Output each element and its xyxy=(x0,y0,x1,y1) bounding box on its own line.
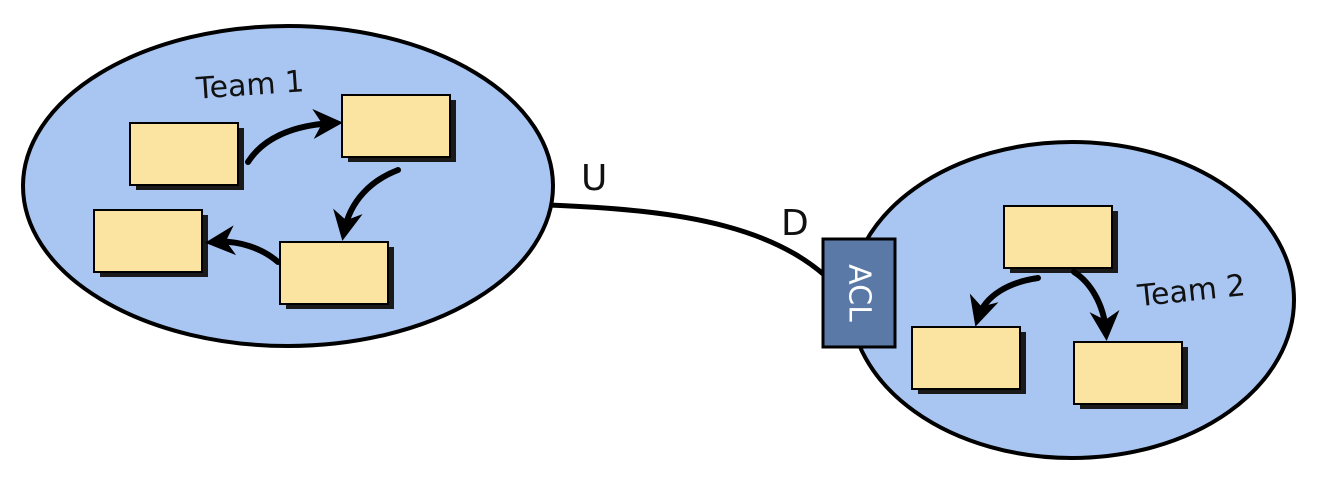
team1-card-top-right xyxy=(341,94,456,162)
team1-flow-arrow-2 xyxy=(333,167,401,241)
team2-card-top xyxy=(1003,205,1118,273)
acl-rect xyxy=(821,237,897,349)
team1-context: Team 1 xyxy=(21,24,555,348)
team2-card-bottom-left xyxy=(911,326,1026,394)
team1-card-bottom-left xyxy=(93,209,208,277)
team1-card-top-left xyxy=(129,122,244,190)
team2-card-bottom-right xyxy=(1073,341,1188,409)
acl-box: ACL xyxy=(821,237,897,349)
team1-label: Team 1 xyxy=(194,64,305,107)
team1-card-bottom-right xyxy=(279,241,394,309)
team2-flow-arrow-left xyxy=(969,275,1041,327)
team2-flow-arrow-right xyxy=(1071,269,1120,341)
downstream-label: D xyxy=(781,203,809,244)
team2-context: Team 2 xyxy=(848,140,1296,460)
acl-label: ACL xyxy=(842,264,877,322)
upstream-label: U xyxy=(581,158,607,199)
team1-flow-arrow-1 xyxy=(245,108,343,165)
team1-flow-arrow-3 xyxy=(205,225,281,265)
